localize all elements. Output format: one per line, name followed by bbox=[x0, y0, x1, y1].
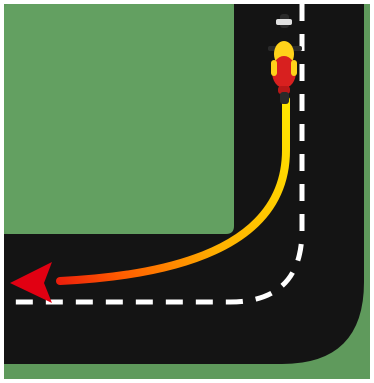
inner-grass-block bbox=[4, 4, 234, 234]
